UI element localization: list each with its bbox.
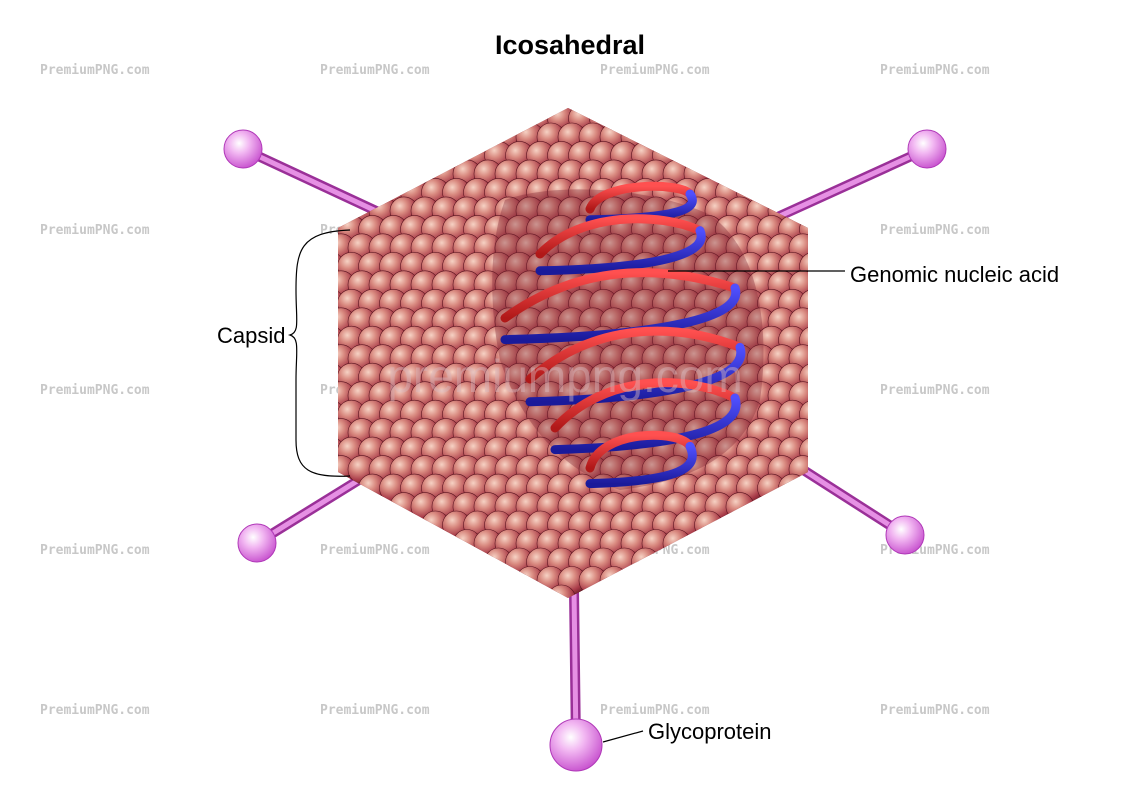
nucleic-acid-strand-red <box>535 214 705 259</box>
glycoprotein-leader <box>602 730 644 743</box>
nucleic-acid-strand-blue <box>585 441 697 489</box>
diagram-title: Icosahedral <box>495 30 645 60</box>
capsid-cutaway <box>492 189 764 491</box>
glycoprotein-spike-icon <box>755 129 947 230</box>
capsid-brace <box>287 229 351 477</box>
watermark-text: PremiumPNG.com <box>40 543 150 558</box>
nucleic-acid-strand-red <box>550 378 740 433</box>
watermark-text: PremiumPNG.com <box>600 703 710 718</box>
nucleic-acid-strand-blue <box>500 283 741 345</box>
watermark-text: PremiumPNG.com <box>880 223 990 238</box>
nucleic-acid-strand-red <box>585 430 695 473</box>
capsomere-sphere-icon <box>694 510 723 540</box>
watermark-text: PremiumPNG.com <box>40 703 150 718</box>
genomic-nucleic-acid-label: Genomic nucleic acid <box>850 262 1059 287</box>
watermark-text: PremiumPNG.com <box>40 223 150 238</box>
capsomere-sphere-icon <box>578 566 608 595</box>
watermark-text: PremiumPNG.com <box>600 63 710 78</box>
watermark-text: PremiumPNG.com <box>320 543 430 558</box>
watermark-text: PremiumPNG.com <box>880 383 990 398</box>
genomic-nucleic-acid-helix <box>500 181 746 489</box>
watermark-text: PremiumPNG.com <box>320 63 430 78</box>
watermark-text: PremiumPNG.com <box>320 703 430 718</box>
capsomere-sphere-icon <box>757 473 786 503</box>
watermark-text: PremiumPNG.com <box>880 63 990 78</box>
watermark-large: premiumpng.com <box>387 350 742 402</box>
glycoprotein-label: Glycoprotein <box>648 719 772 744</box>
capsid-label: Capsid <box>217 323 285 348</box>
nucleic-acid-strand-red <box>585 181 695 214</box>
watermark-text: PremiumPNG.com <box>40 383 150 398</box>
capsomere-sphere-icon <box>778 473 807 503</box>
nucleic-acid-strand-red <box>500 268 740 323</box>
capsomere-sphere-icon <box>725 492 755 521</box>
capsomere-sphere-icon <box>599 566 629 595</box>
nucleic-acid-strand-red <box>525 326 745 384</box>
glycoprotein-spike-icon <box>237 465 380 563</box>
watermark-text: PremiumPNG.com <box>40 63 150 78</box>
nucleic-acid-strand-blue <box>535 226 706 276</box>
watermark-text: PremiumPNG.com <box>880 703 990 718</box>
glycoprotein-spike-icon <box>549 585 603 772</box>
